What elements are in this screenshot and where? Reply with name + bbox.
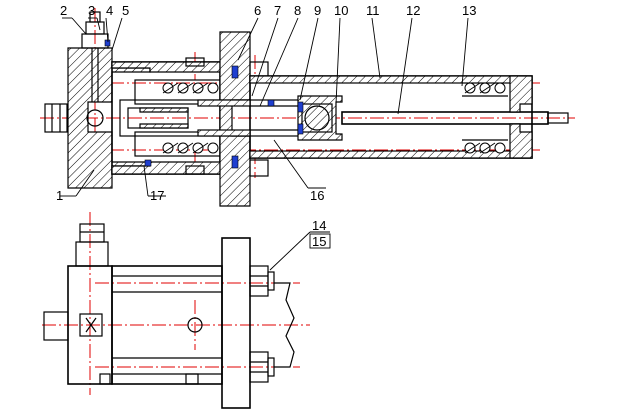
callout-12: 12 bbox=[406, 3, 420, 18]
callout-5: 5 bbox=[122, 3, 129, 18]
callout-13: 13 bbox=[462, 3, 476, 18]
callout-14: 14 bbox=[312, 218, 326, 233]
callout-6: 6 bbox=[254, 3, 261, 18]
callout-17: 17 bbox=[150, 188, 164, 203]
callout-1: 1 bbox=[56, 188, 63, 203]
exterior-flange bbox=[221, 237, 251, 409]
callout-15: 15 bbox=[312, 234, 326, 249]
callout-8: 8 bbox=[294, 3, 301, 18]
callout-9: 9 bbox=[314, 3, 321, 18]
callout-2: 2 bbox=[60, 3, 67, 18]
callout-11: 11 bbox=[366, 3, 380, 18]
section-view bbox=[40, 8, 575, 207]
piston bbox=[297, 95, 343, 141]
left-spring bbox=[162, 82, 219, 154]
mounting-flange bbox=[219, 31, 251, 207]
rod-gland bbox=[509, 75, 533, 113]
break-line bbox=[274, 282, 295, 368]
exterior-view bbox=[42, 212, 331, 409]
callout-3: 3 bbox=[88, 3, 95, 18]
callout-7: 7 bbox=[274, 3, 281, 18]
right-spring bbox=[462, 82, 508, 154]
callout-10: 10 bbox=[334, 3, 348, 18]
bolt-heads bbox=[249, 265, 275, 383]
exterior-top-fitting bbox=[79, 223, 105, 243]
callout-labels: 2 3 4 5 6 7 8 9 10 11 12 13 1 17 16 14 1… bbox=[56, 3, 476, 249]
callout-16: 16 bbox=[310, 188, 324, 203]
leader-lines bbox=[60, 17, 469, 197]
end-plug bbox=[44, 103, 68, 133]
callout-4: 4 bbox=[106, 3, 113, 18]
